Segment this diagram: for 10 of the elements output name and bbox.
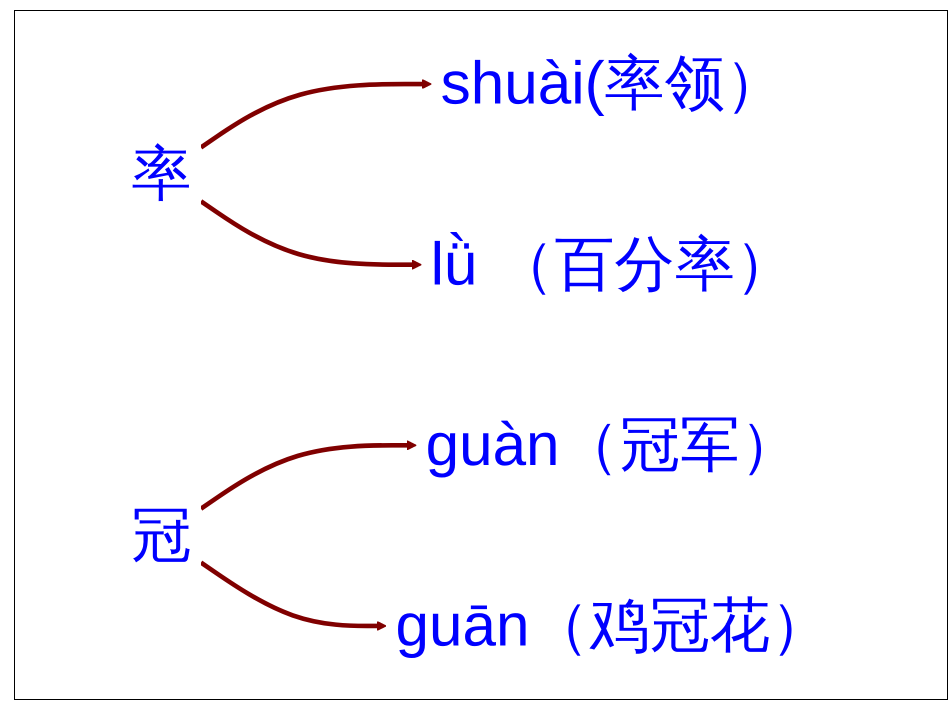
arrow [200,78,432,150]
node-text: 率 [131,140,192,208]
node-text: 冠 [131,502,192,570]
node-text: guàn（冠军） [426,412,800,479]
node-text: shuài(率领） [440,50,786,118]
node-text: lǜ （百分率） [430,231,796,298]
arrow [200,440,417,511]
arrow [200,560,387,632]
arrow [200,199,422,270]
node-text: guān（鸡冠花） [395,592,831,660]
